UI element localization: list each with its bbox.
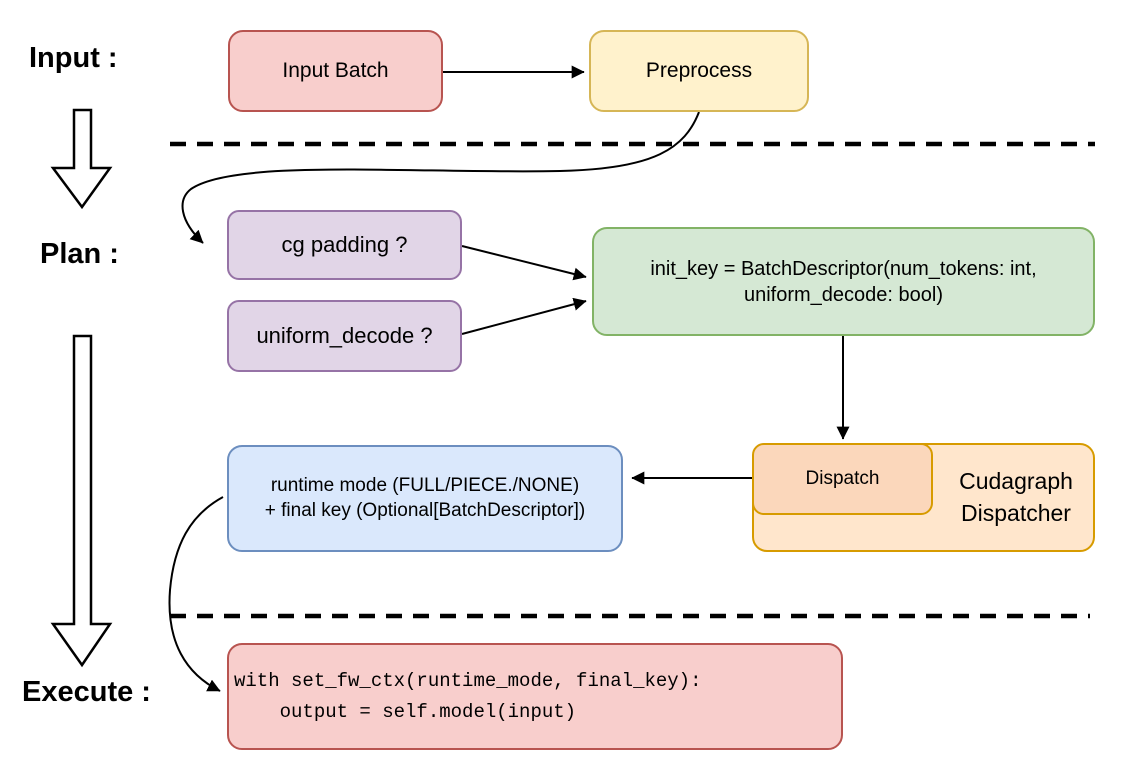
- node-execute-code-line2: output = self.model(input): [234, 700, 577, 723]
- arrow-uniform-decode-to-init-key: [461, 297, 587, 335]
- node-uniform-decode: uniform_decode ?: [227, 300, 462, 372]
- node-input-batch-label: Input Batch: [282, 59, 389, 83]
- node-init-key: init_key = BatchDescriptor(num_tokens: i…: [592, 227, 1095, 336]
- node-cudagraph-dispatcher-line1: Cudagraph: [959, 468, 1073, 495]
- arrow-cg-padding-to-init-key: [461, 245, 587, 281]
- down-arrow-plan-to-execute-icon: [50, 334, 113, 668]
- arrow-preprocess-to-cg-padding: [181, 111, 700, 244]
- node-runtime-mode-line2: + final key (Optional[BatchDescriptor]): [264, 499, 586, 521]
- arrow-runtime-mode-to-execute-code: [168, 496, 224, 692]
- node-preprocess-label: Preprocess: [645, 59, 753, 83]
- node-runtime-mode-line1: runtime mode (FULL/PIECE./NONE): [270, 474, 580, 496]
- node-dispatch: Dispatch: [752, 443, 933, 515]
- node-preprocess: Preprocess: [589, 30, 809, 112]
- node-dispatch-label: Dispatch: [805, 467, 880, 489]
- node-cg-padding-label: cg padding ?: [281, 231, 408, 257]
- stage-label-input: Input :: [29, 42, 118, 74]
- down-arrow-input-to-plan-icon: [50, 108, 113, 210]
- node-uniform-decode-label: uniform_decode ?: [256, 322, 433, 348]
- node-input-batch: Input Batch: [228, 30, 443, 112]
- node-execute-code-line1: with set_fw_ctx(runtime_mode, final_key)…: [234, 669, 702, 692]
- stage-label-execute: Execute :: [22, 676, 151, 708]
- node-runtime-mode: runtime mode (FULL/PIECE./NONE) + final …: [227, 445, 623, 552]
- node-init-key-line1: init_key = BatchDescriptor(num_tokens: i…: [650, 257, 1037, 280]
- node-init-key-line2: uniform_decode: bool): [743, 283, 943, 306]
- node-cudagraph-dispatcher-label: Cudagraph Dispatcher: [935, 445, 1097, 550]
- stage-label-plan: Plan :: [40, 238, 119, 270]
- node-cudagraph-dispatcher-line2: Dispatcher: [961, 499, 1071, 526]
- node-execute-code: with set_fw_ctx(runtime_mode, final_key)…: [227, 643, 843, 750]
- node-cg-padding: cg padding ?: [227, 210, 462, 280]
